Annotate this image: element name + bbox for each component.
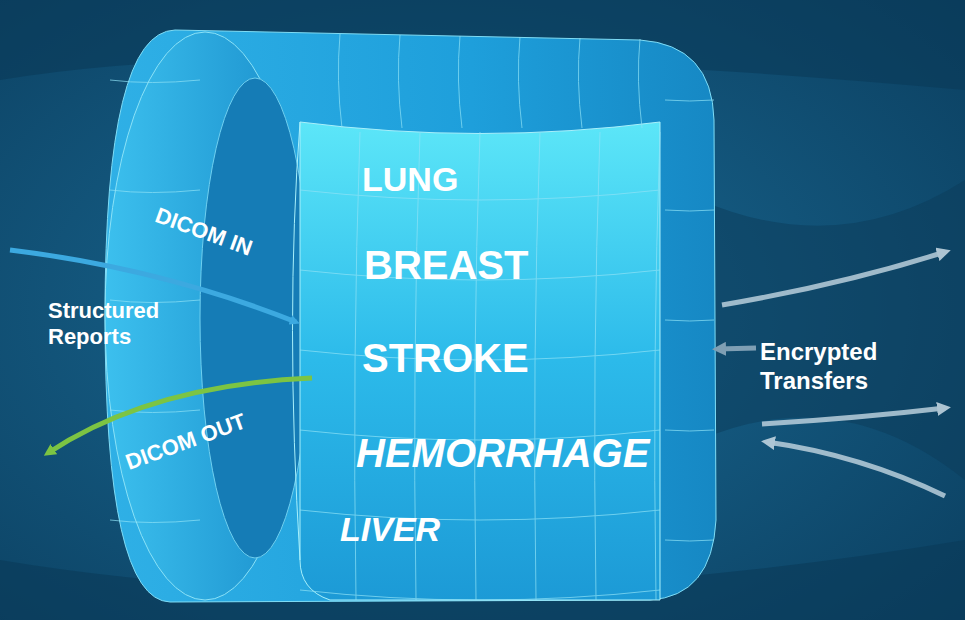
exam-type: BREAST [364, 242, 528, 288]
gantry-bore: LUNG BREAST STROKE HEMORRHAGE LIVER [300, 120, 660, 600]
flow-label: DICOM IN [152, 202, 256, 261]
flow-label: DICOM OUT [122, 408, 249, 476]
exam-type: STROKE [362, 335, 529, 381]
output-label: Structured Reports [48, 298, 183, 351]
transfer-label: Encrypted Transfers [760, 338, 900, 396]
exam-type: HEMORRHAGE [356, 430, 649, 476]
exam-type: LIVER [340, 510, 440, 549]
exam-type: LUNG [362, 160, 458, 199]
